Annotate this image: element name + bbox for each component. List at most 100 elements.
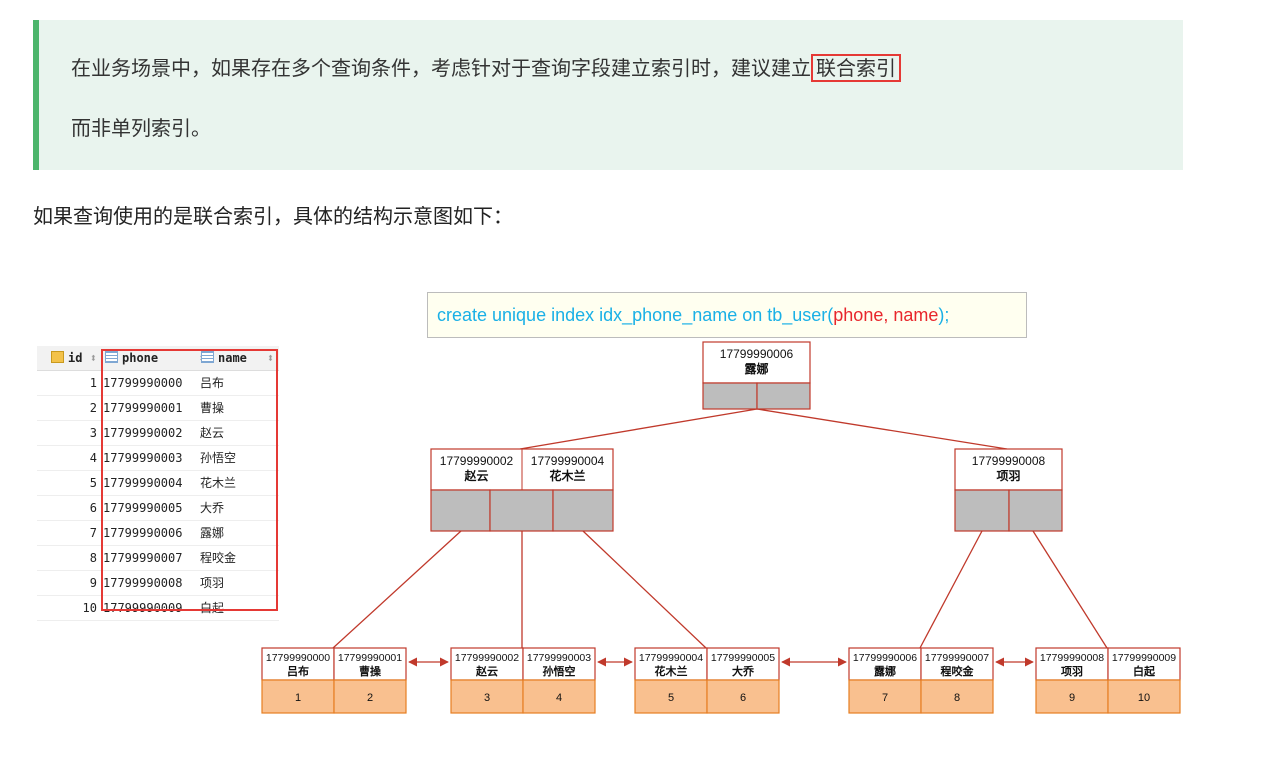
tree-edge [1032, 530, 1108, 649]
leaf-key-box [848, 647, 922, 681]
node-key-name: 项羽 [996, 469, 1020, 483]
sql-columns: phone, name [833, 305, 939, 325]
leaf-key-box [1035, 647, 1109, 681]
leaf-key-box [522, 647, 596, 681]
tree-nodes: 17799990006露娜17799990002赵云17799990004花木兰… [261, 341, 1181, 714]
highlight-box: 联合索引 [811, 54, 901, 82]
tree-edge [919, 530, 983, 649]
cell-id: 5 [89, 476, 97, 490]
leaf-id-value: 5 [668, 692, 674, 704]
pointer-cell [1008, 489, 1063, 532]
leaf-id-cell [522, 679, 596, 714]
leaf-id-cell [450, 679, 524, 714]
cell-id: 9 [89, 576, 97, 590]
leaf-key-name: 露娜 [874, 664, 896, 678]
header-id[interactable]: id ⬍ [51, 346, 97, 370]
leaf-id-value: 7 [882, 692, 888, 704]
leaf-id-value: 3 [484, 692, 490, 704]
leaf-key-phone: 17799990005 [711, 652, 775, 664]
cell-id: 4 [89, 451, 97, 465]
leaf-key-phone: 17799990002 [455, 652, 519, 664]
sort-icon: ⬍ [89, 351, 97, 365]
header-name[interactable]: name⬍ [201, 346, 274, 370]
leaf-key-name: 孙悟空 [543, 664, 576, 678]
cell-phone: 17799990006 [103, 526, 183, 540]
leaf-key-box [450, 647, 524, 681]
leaf-key-box [333, 647, 407, 681]
leaf-key-name: 赵云 [475, 664, 498, 678]
leaf-id-cell [261, 679, 335, 714]
cell-phone: 17799990003 [103, 451, 183, 465]
leaf-id-value: 4 [556, 692, 562, 704]
callout-text: 在业务场景中，如果存在多个查询条件，考虑针对于查询字段建立索引时，建议建立 [71, 56, 811, 80]
cell-phone: 17799990004 [103, 476, 183, 490]
key-icon [51, 351, 64, 363]
table-row[interactable]: 2 17799990001 曹操 [37, 396, 279, 421]
tree-edge [582, 530, 707, 649]
cell-phone: 17799990002 [103, 426, 183, 440]
cell-id: 3 [89, 426, 97, 440]
cell-name: 项羽 [200, 576, 225, 590]
leaf-id-cell [1107, 679, 1181, 714]
cell-phone: 17799990001 [103, 401, 183, 415]
node-key-name: 赵云 [463, 468, 488, 483]
node-key-name: 花木兰 [549, 468, 585, 483]
leaf-key-phone: 17799990008 [1040, 652, 1104, 664]
cell-name: 吕布 [200, 376, 225, 390]
header-id-label: id [68, 351, 83, 365]
cell-phone: 17799990009 [103, 601, 183, 615]
leaf-id-value: 1 [295, 692, 301, 704]
leaf-key-name: 大乔 [732, 664, 755, 678]
column-highlight-box [101, 349, 278, 611]
cell-id: 2 [89, 401, 97, 415]
cell-name: 曹操 [200, 401, 225, 415]
callout-line-2: 而非单列索引。 [71, 116, 211, 140]
leaf-key-phone: 17799990000 [266, 652, 330, 664]
cell-phone: 17799990005 [103, 501, 183, 515]
leaf-id-cell [333, 679, 407, 714]
callout-line-1: 在业务场景中，如果存在多个查询条件，考虑针对于查询字段建立索引时，建议建立联合索… [71, 52, 901, 82]
leaf-id-value: 9 [1069, 692, 1075, 704]
cell-name: 白起 [200, 601, 225, 615]
pointer-cell [954, 489, 1010, 532]
tree-edge [519, 408, 758, 450]
node-key-phone: 17799990002 [440, 454, 514, 468]
leaf-id-value: 8 [954, 692, 960, 704]
leaf-key-phone: 17799990004 [639, 652, 703, 664]
pointer-cell [552, 489, 614, 532]
leaf-id-cell [706, 679, 780, 714]
pointer-cell [756, 382, 811, 410]
cell-name: 大乔 [200, 501, 225, 515]
leaf-id-cell [1035, 679, 1109, 714]
sql-suffix: ); [938, 305, 950, 325]
node-key-phone: 17799990006 [720, 347, 794, 361]
cell-name: 露娜 [200, 526, 225, 540]
leaf-key-phone: 17799990007 [925, 652, 989, 664]
node-key-name: 露娜 [744, 361, 768, 376]
leaf-key-name: 曹操 [359, 664, 382, 678]
tree-edge [756, 408, 1008, 450]
sql-prefix: create unique index idx_phone_name on tb… [437, 305, 834, 325]
header-name-label: name [218, 351, 247, 365]
pointer-cell [489, 489, 554, 532]
leaf-id-value: 2 [367, 692, 373, 704]
cell-name: 程咬金 [200, 551, 237, 565]
leaf-key-name: 白起 [1133, 664, 1156, 678]
leaf-key-box [261, 647, 335, 681]
